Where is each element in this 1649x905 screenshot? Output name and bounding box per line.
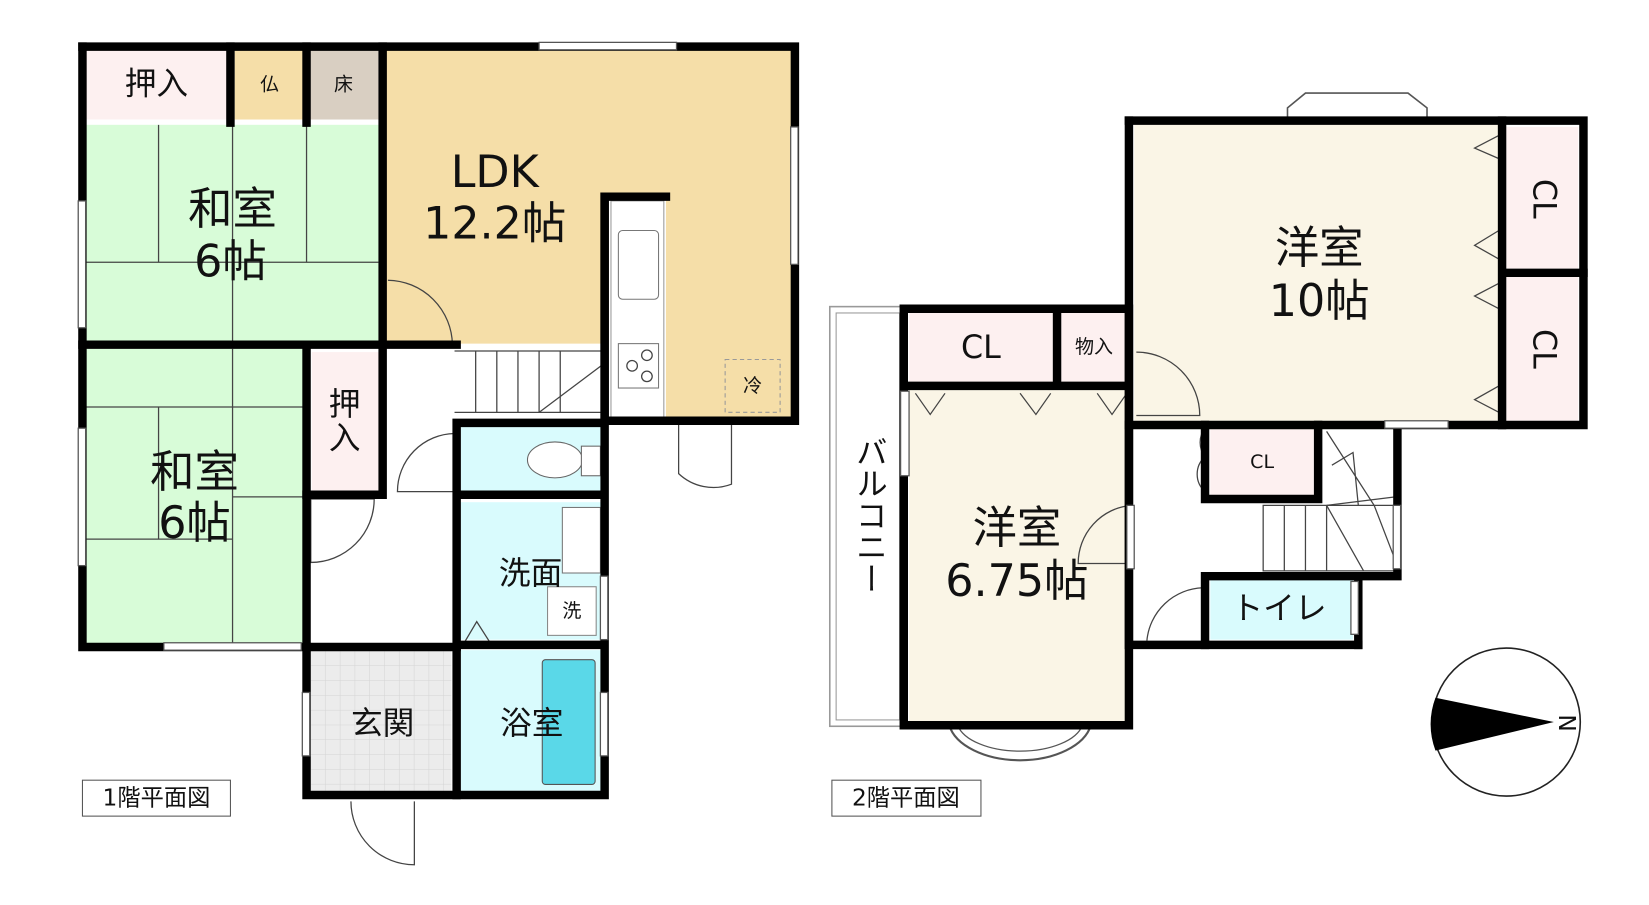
label-oshiire-top: 押入 bbox=[125, 67, 188, 103]
label-washitsu1-size: 6帖 bbox=[194, 237, 267, 288]
room-monoire bbox=[1061, 312, 1129, 383]
room-youshitsu-675 bbox=[909, 389, 1129, 724]
windows-2f bbox=[899, 390, 1449, 635]
label-oshiire-side-1: 押 bbox=[329, 387, 361, 423]
label-washitsu2-size: 6帖 bbox=[158, 498, 231, 549]
label-balcony: バルコニー bbox=[851, 436, 887, 595]
label-cl-hall: CL bbox=[1250, 451, 1274, 473]
closet-doors bbox=[914, 134, 1500, 416]
caption-box-1f bbox=[81, 779, 231, 817]
balcony bbox=[828, 305, 905, 728]
windows-1f bbox=[77, 41, 799, 757]
caption-1f: 1階平面図 bbox=[103, 785, 211, 812]
room-ldk bbox=[385, 49, 795, 418]
label-youshitsu10-name: 洋室 bbox=[1275, 223, 1364, 274]
label-yokushitsu: 浴室 bbox=[500, 706, 563, 742]
room-oshiire-side bbox=[311, 352, 379, 493]
room-washitsu-upper bbox=[84, 124, 379, 343]
bathtub bbox=[541, 659, 596, 785]
room-toilet-2f bbox=[1210, 578, 1354, 640]
toilet-icon bbox=[526, 441, 583, 479]
label-butsuma: 仏 bbox=[260, 74, 279, 96]
washbasin-icon bbox=[561, 506, 601, 574]
label-cl-right-bottom: CL bbox=[1525, 329, 1561, 369]
label-cl-left: CL bbox=[961, 330, 1001, 366]
compass-north-label: N bbox=[1553, 714, 1580, 731]
stairs-1f bbox=[454, 350, 603, 413]
washer-space bbox=[547, 586, 597, 636]
room-genkan bbox=[309, 650, 452, 791]
tatami-lines bbox=[84, 124, 379, 645]
room-butsuma bbox=[234, 49, 305, 120]
label-tokonoma: 床 bbox=[334, 74, 353, 96]
caption-2f: 2階平面図 bbox=[852, 785, 960, 812]
north-arrow-icon bbox=[1430, 697, 1554, 751]
bay-window-bottom bbox=[948, 724, 1092, 762]
sink-icon bbox=[617, 229, 660, 300]
stove-icon bbox=[617, 343, 660, 389]
label-youshitsu675-size: 6.75帖 bbox=[945, 556, 1088, 607]
floor-1: 押入 仏 床 LDK 12.2帖 和室 6帖 和室 6帖 押 入 洗面 洗 冷 … bbox=[77, 41, 800, 866]
label-oshiire-side-2: 入 bbox=[329, 421, 361, 457]
label-washer: 洗 bbox=[562, 600, 581, 622]
compass: N bbox=[1430, 647, 1582, 797]
label-genkan: 玄関 bbox=[351, 706, 414, 742]
room-tokonoma bbox=[308, 49, 379, 120]
floor-2: 洋室 10帖 CL CL CL 物入 洋室 6.75帖 バルコニー CL トイレ… bbox=[828, 92, 1588, 817]
label-toilet-2f: トイレ bbox=[1231, 591, 1326, 627]
room-cl-right-bottom bbox=[1506, 277, 1579, 421]
room-oshiire-top bbox=[84, 49, 229, 120]
room-cl-hall bbox=[1210, 428, 1314, 497]
label-senmen: 洗面 bbox=[499, 556, 562, 592]
label-monoire: 物入 bbox=[1075, 336, 1113, 358]
room-cl-right-top bbox=[1506, 126, 1579, 269]
label-washitsu2-name: 和室 bbox=[150, 447, 239, 498]
label-ldk-name: LDK bbox=[451, 147, 541, 198]
label-cl-right-top: CL bbox=[1525, 179, 1561, 219]
label-ldk-size: 12.2帖 bbox=[423, 199, 566, 250]
label-fridge: 冷 bbox=[743, 375, 762, 397]
room-cl-left bbox=[909, 312, 1053, 383]
fridge-space bbox=[724, 358, 781, 413]
door-swings-1f bbox=[310, 279, 733, 866]
room-youshitsu-10 bbox=[1134, 124, 1503, 421]
label-youshitsu10-size: 10帖 bbox=[1269, 276, 1370, 327]
caption-box-2f bbox=[831, 779, 982, 817]
label-youshitsu675-name: 洋室 bbox=[973, 503, 1062, 554]
label-washitsu1-name: 和室 bbox=[188, 184, 277, 235]
bay-window-top bbox=[1286, 92, 1428, 121]
